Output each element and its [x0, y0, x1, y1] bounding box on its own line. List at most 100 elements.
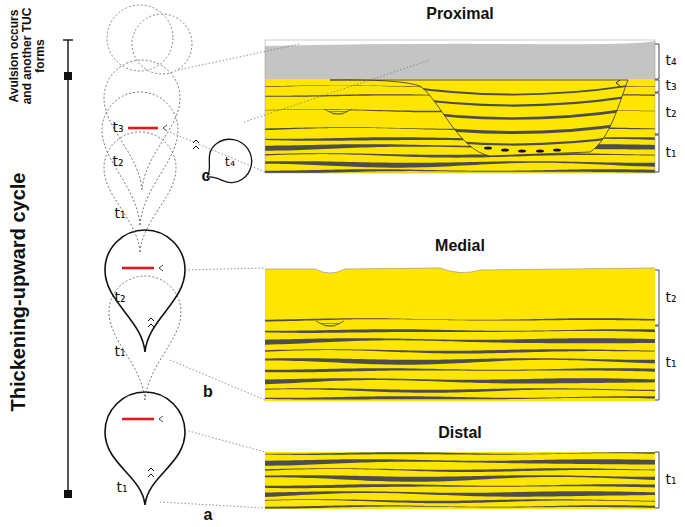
earlier-lobe — [102, 92, 178, 225]
interval-bracket — [655, 270, 659, 325]
mud-layer — [265, 329, 655, 333]
mud-layer — [265, 169, 655, 173]
active-lobe — [105, 392, 185, 505]
interval-bracket — [655, 452, 659, 508]
panel-title: Medial — [435, 237, 485, 255]
surface-line — [265, 268, 655, 273]
leader-line — [160, 502, 265, 508]
interval-bracket — [655, 93, 659, 134]
channel-layer — [400, 122, 640, 133]
leader-line — [185, 430, 265, 452]
mud-layer — [265, 349, 655, 353]
mud-clast — [518, 149, 526, 152]
leader-line — [185, 268, 265, 270]
time-bar — [67, 40, 68, 494]
lens-fill — [320, 323, 340, 324]
sand-body — [265, 268, 655, 401]
mud-layer — [265, 468, 655, 472]
flow-arrow — [159, 416, 163, 422]
t4-deposit — [265, 41, 655, 80]
mud-layer — [265, 475, 655, 482]
flow-arrow — [163, 125, 167, 131]
earlier-lobe — [109, 276, 181, 400]
sketch-letter: a — [204, 506, 213, 524]
interval-bracket — [655, 44, 659, 79]
interval-label: t₁ — [114, 206, 125, 221]
mud-layer — [265, 491, 655, 497]
panel-title: Proximal — [426, 5, 494, 23]
mud-layer — [265, 318, 655, 321]
medial-section — [265, 268, 655, 401]
panel-title: Distal — [438, 424, 482, 442]
leader-line — [244, 60, 430, 122]
flow-chevron — [148, 474, 154, 477]
future-lobe — [107, 5, 173, 71]
interval-label: t₁ — [114, 344, 125, 359]
interval-label: t₂ — [112, 154, 123, 169]
proximal-section — [265, 41, 655, 173]
channel-layer — [400, 84, 640, 95]
time-marker — [64, 490, 72, 498]
mud-layer — [265, 396, 655, 399]
flow-arrow — [159, 265, 163, 271]
channel-outline — [330, 80, 628, 156]
mud-layer — [265, 505, 655, 508]
mud-layer — [265, 161, 655, 167]
active-lobe — [194, 131, 260, 196]
flow-chevron — [193, 146, 199, 149]
earlier-lobe — [104, 60, 180, 190]
leader-line — [178, 44, 300, 70]
flow-chevron — [148, 324, 154, 327]
time-tick — [63, 39, 73, 40]
flow-arrow — [616, 80, 620, 86]
mud-clast — [536, 149, 544, 152]
channel-lens — [316, 321, 344, 326]
mud-layer — [265, 153, 655, 157]
channel-layer — [400, 108, 640, 119]
future-lobe — [132, 14, 192, 74]
interval-label: t₄ — [665, 53, 676, 68]
channel-mouth — [128, 127, 158, 130]
earlier-lobe — [104, 132, 176, 252]
mud-clast — [484, 146, 492, 149]
interval-label: t₁ — [116, 480, 127, 495]
interval-bracket — [655, 80, 659, 92]
active-lobe — [105, 230, 185, 352]
distal-section — [265, 452, 655, 509]
interval-label: t₁ — [665, 145, 676, 160]
mud-layer — [265, 358, 655, 365]
axis-label: Thickening-upward cycle — [7, 157, 29, 427]
channel-mouth — [122, 267, 154, 270]
channel-lens — [324, 109, 352, 114]
mud-layer — [265, 452, 655, 455]
mud-layer — [265, 378, 655, 384]
interval-label: t₃ — [665, 78, 676, 93]
interval-label: t₁ — [665, 355, 676, 370]
interval-label: t₄ — [225, 155, 235, 169]
leader-line — [170, 360, 265, 400]
mud-layer — [265, 368, 655, 372]
channel-layer — [400, 134, 640, 145]
channel-mouth — [122, 418, 154, 421]
time-marker — [64, 72, 72, 80]
flow-chevron — [148, 318, 154, 321]
event-note: Avulsion occurs and another TUC forms — [8, 1, 48, 111]
leader-line — [170, 132, 265, 172]
mud-layer — [265, 388, 655, 393]
panel-frame — [265, 40, 655, 173]
mud-clast — [553, 148, 561, 151]
interval-bracket — [655, 326, 659, 400]
interval-label: t₁ — [665, 472, 676, 487]
sketch-letter: c — [202, 167, 211, 185]
mud-layer — [265, 459, 655, 465]
interval-label: t₂ — [665, 105, 676, 120]
mud-layer — [265, 484, 655, 488]
lens-fill — [328, 111, 348, 112]
interval-label: t₃ — [112, 120, 123, 135]
sand-body — [265, 79, 655, 173]
lens-fill — [324, 326, 335, 327]
interval-bracket — [655, 135, 659, 172]
interval-label: t₂ — [665, 290, 676, 305]
